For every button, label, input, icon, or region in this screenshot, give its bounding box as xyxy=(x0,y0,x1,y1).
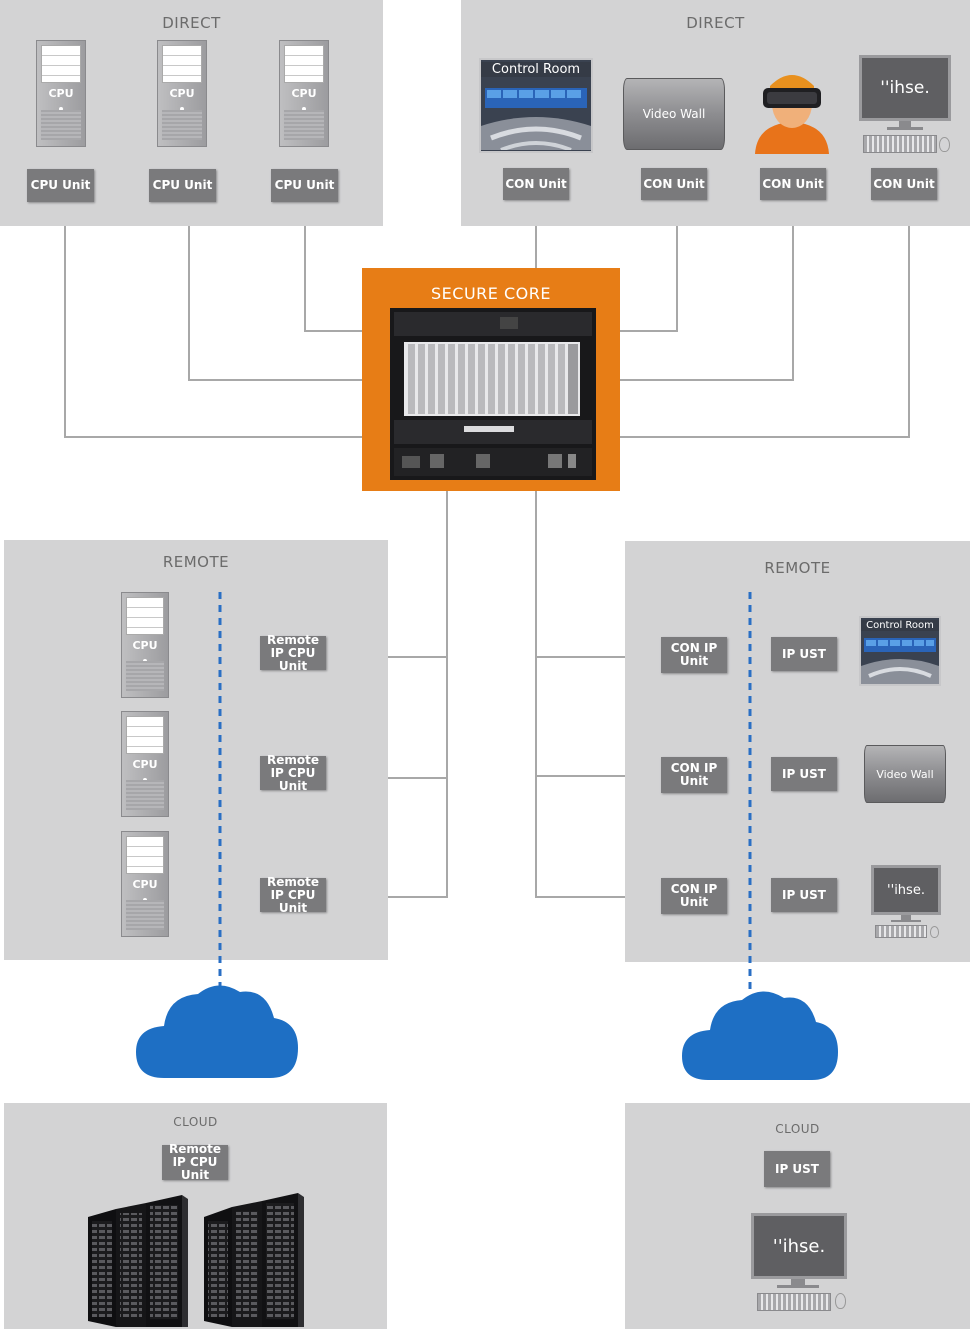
cpu-tower: CPU xyxy=(279,40,329,147)
con-ip-unit: CON IP Unit xyxy=(661,878,727,914)
ip-ust-unit: IP UST xyxy=(764,1151,830,1187)
ihse-workstation: ''ihse. xyxy=(859,55,951,155)
panel-title: DIRECT xyxy=(686,14,745,32)
con-unit: CON Unit xyxy=(760,168,826,200)
cpu-tower: CPU xyxy=(121,831,169,937)
cpu-tower: CPU xyxy=(36,40,86,147)
remote-ip-cpu-unit: Remote IP CPU Unit xyxy=(260,633,326,672)
cloud-icon xyxy=(682,991,838,1080)
cloud-icon xyxy=(136,985,298,1078)
ihse-workstation: ''ihse. xyxy=(751,1213,847,1313)
cpu-label: CPU xyxy=(132,878,158,891)
ihse-logo-text: ''ihse. xyxy=(772,1235,826,1257)
panel-title: CLOUD xyxy=(173,1115,218,1129)
panel-title: REMOTE xyxy=(162,553,230,571)
ip-ust-unit: IP UST xyxy=(771,878,837,912)
con-unit: CON Unit xyxy=(871,168,937,200)
secure-core-block: SECURE CORE xyxy=(362,268,620,491)
remote-con-panel: REMOTE CON IP Unit CON IP Unit CON IP Un… xyxy=(625,541,970,962)
cloud-cpu-panel: CLOUD Remote IP CPU Unit xyxy=(4,1103,387,1329)
cpu-unit: CPU Unit xyxy=(27,169,94,202)
video-wall-label: Video Wall xyxy=(642,107,706,121)
con-ip-unit: CON IP Unit xyxy=(661,757,727,793)
cloud-con-panel: CLOUD IP UST ''ihse. xyxy=(625,1103,970,1329)
remote-ip-cpu-unit: Remote IP CPU Unit xyxy=(260,753,326,792)
matrix-switch-chassis xyxy=(390,308,596,480)
cpu-tower: CPU xyxy=(121,592,169,698)
cpu-label: CPU xyxy=(169,87,195,100)
core-title: SECURE CORE xyxy=(431,284,551,303)
remote-ip-cpu-unit: Remote IP CPU Unit xyxy=(162,1143,228,1182)
cpu-unit: CPU Unit xyxy=(149,169,216,202)
cpu-label: CPU xyxy=(132,758,158,771)
cpu-tower: CPU xyxy=(157,40,207,147)
ip-ust-unit: IP UST xyxy=(771,637,837,671)
ihse-workstation: ''ihse. xyxy=(871,865,941,939)
con-unit: CON Unit xyxy=(503,168,569,200)
panel-title: DIRECT xyxy=(162,14,221,32)
ihse-logo-text: ''ihse. xyxy=(887,882,925,898)
control-room-image: Control Room xyxy=(479,58,593,153)
control-room-label: Control Room xyxy=(861,620,939,631)
cpu-label: CPU xyxy=(132,639,158,652)
cpu-tower: CPU xyxy=(121,711,169,817)
con-unit: CON Unit xyxy=(641,168,707,200)
direct-con-panel: DIRECT Control Room Video Wall ''ihse. C… xyxy=(461,0,970,226)
vr-user-icon xyxy=(755,75,829,154)
cpu-label: CPU xyxy=(48,87,74,100)
video-wall-image: Video Wall xyxy=(623,78,725,150)
panel-title: CLOUD xyxy=(775,1122,820,1136)
ihse-logo-text: ''ihse. xyxy=(880,78,930,98)
ip-ust-unit: IP UST xyxy=(771,757,837,791)
con-ip-unit: CON IP Unit xyxy=(661,637,727,673)
cpu-unit: CPU Unit xyxy=(271,169,338,202)
direct-cpu-panel: DIRECT CPU CPU CPU CPU Unit CPU Unit CPU… xyxy=(0,0,383,226)
server-racks-icon xyxy=(88,1193,304,1327)
video-wall-label: Video Wall xyxy=(876,767,934,781)
cpu-label: CPU xyxy=(291,87,317,100)
control-room-image: Control Room xyxy=(859,616,941,686)
panel-title: REMOTE xyxy=(764,559,831,577)
remote-cpu-panel: REMOTE CPU CPU CPU Remote IP CPU Unit Re… xyxy=(4,540,388,960)
control-room-label: Control Room xyxy=(481,62,591,77)
video-wall-image: Video Wall xyxy=(864,745,946,803)
remote-ip-cpu-unit: Remote IP CPU Unit xyxy=(260,875,326,914)
